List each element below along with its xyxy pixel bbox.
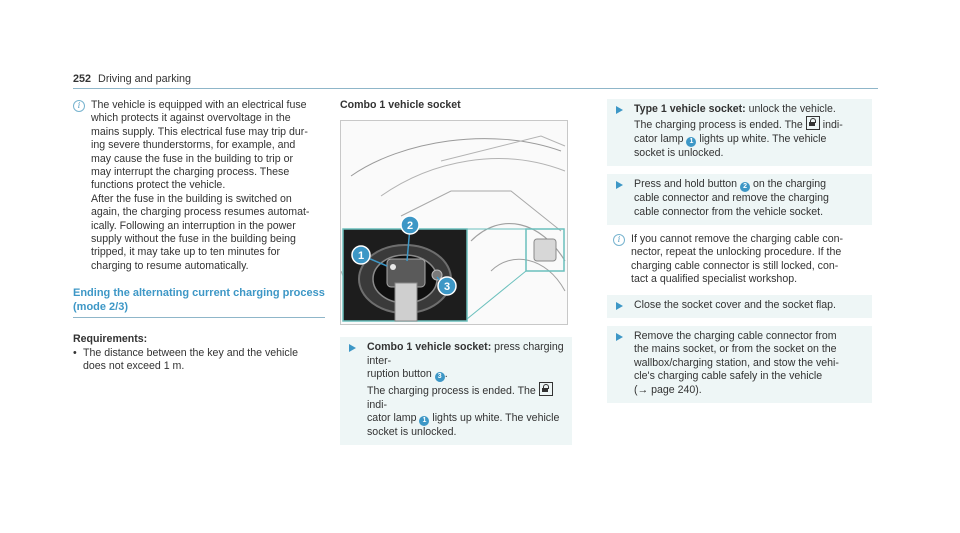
step-type1-text: Type 1 vehicle socket: unlock the vehicl… xyxy=(634,103,843,160)
step-arrow-icon xyxy=(616,106,623,114)
step-text-part: press charging inter- ruption button xyxy=(367,341,564,381)
image-title: Combo 1 vehicle socket xyxy=(340,99,461,111)
step-text-part: lights up white. The vehicle socket is u… xyxy=(634,132,827,159)
step-arrow-icon xyxy=(616,181,623,190)
step-remove-connector: Remove the charging cable connector from… xyxy=(607,326,872,404)
step-press-button-text: Press and hold button 2 on the charging … xyxy=(634,178,829,219)
step-text-part: indi- cator lamp xyxy=(634,119,843,145)
callout-3-badge: 3 xyxy=(434,372,445,383)
step-arrow-icon xyxy=(616,333,623,342)
info-icon: i xyxy=(613,234,625,247)
callout-1-badge: 1 xyxy=(419,416,430,427)
info-note-locked-text: If you cannot remove the charging cable … xyxy=(631,233,843,286)
section-title: Driving and parking xyxy=(98,73,192,85)
column-2: Combo 1 vehicle socket xyxy=(340,99,572,446)
step-arrow-icon xyxy=(616,301,623,310)
callout-3-label: 3 xyxy=(444,281,450,293)
page-header: 252 Driving and parking xyxy=(73,73,191,86)
info-note: i The vehicle is equipped with an electr… xyxy=(73,99,328,273)
step-text-part: indi- cator lamp xyxy=(367,398,417,425)
info-icon: i xyxy=(73,100,85,112)
callout-2-badge: 2 xyxy=(740,182,751,193)
unlock-icon xyxy=(538,382,553,397)
column-3: Type 1 vehicle socket: unlock the vehicl… xyxy=(607,99,872,404)
section-heading: Ending the alternating current charging … xyxy=(73,287,325,319)
requirement-text: The distance between the key and the veh… xyxy=(83,346,298,373)
step-text-part: . The charging process is ended. The xyxy=(367,368,536,398)
callout-1-circle xyxy=(351,245,371,266)
step-combo1-label: Combo 1 vehicle socket: xyxy=(367,341,492,354)
step-remove-connector-text: Remove the charging cable connector from… xyxy=(634,330,839,396)
step-close-cover-text: Close the socket cover and the socket fl… xyxy=(634,298,836,311)
step-text-part: on the charging cable connector and remo… xyxy=(634,178,829,218)
page-number: 252 xyxy=(73,73,92,85)
callout-2-label: 2 xyxy=(407,220,413,232)
callout-1-badge: 1 xyxy=(686,136,697,147)
step-text-part: Press and hold button xyxy=(634,178,741,191)
bullet-dot: • xyxy=(73,346,77,359)
vehicle-socket-drawing: 1 2 3 xyxy=(341,135,566,323)
vehicle-socket-illustration: 1 2 3 xyxy=(340,120,568,326)
header-rule xyxy=(73,88,878,89)
requirements-title: Requirements: xyxy=(73,333,148,346)
step-text-part: unlock the vehicle. The charging process… xyxy=(634,103,836,132)
requirement-item: • The distance between the key and the v… xyxy=(73,347,328,374)
step-close-cover: Close the socket cover and the socket fl… xyxy=(607,294,872,319)
step-combo1: Combo 1 vehicle socket: press charging i… xyxy=(340,337,572,446)
step-type1: Type 1 vehicle socket: unlock the vehicl… xyxy=(607,99,872,167)
info-note-locked: i If you cannot remove the charging cabl… xyxy=(613,233,872,287)
step-type1-label: Type 1 vehicle socket: xyxy=(634,103,746,115)
step-press-button: Press and hold button 2 on the charging … xyxy=(607,174,872,226)
callout-3-circle xyxy=(437,276,457,297)
step-text-part: lights up white. The vehicle socket is u… xyxy=(367,412,560,439)
info-note-text: The vehicle is equipped with an electric… xyxy=(91,99,310,272)
unlock-icon xyxy=(805,116,820,131)
callout-1-label: 1 xyxy=(358,250,364,262)
callout-2-circle xyxy=(400,215,420,236)
step-combo1-text: Combo 1 vehicle socket: press charging i… xyxy=(367,341,566,439)
column-1: i The vehicle is equipped with an electr… xyxy=(73,99,328,374)
step-arrow-icon xyxy=(349,344,356,353)
